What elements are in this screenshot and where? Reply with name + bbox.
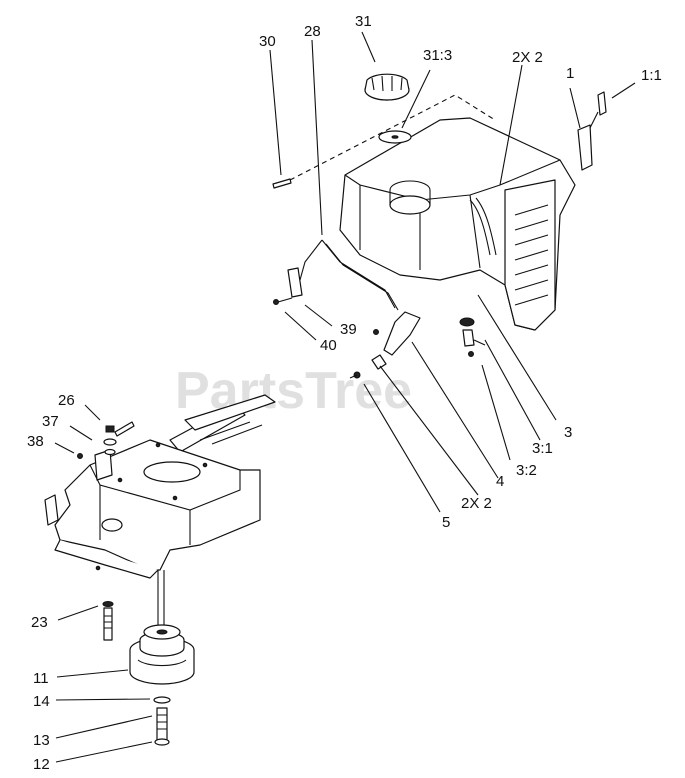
screw xyxy=(273,297,293,305)
clamp xyxy=(371,354,387,370)
screw-2 xyxy=(373,329,379,335)
callout-5: 5 xyxy=(442,514,450,531)
callout-labels: 30 28 31 31:3 2X 2 1 1:1 39 40 3 3:1 3:2… xyxy=(27,13,662,773)
pin xyxy=(272,178,292,189)
callout-31: 31 xyxy=(355,13,372,30)
callout-14: 14 xyxy=(33,693,50,710)
reference-line xyxy=(289,94,496,181)
callout-39: 39 xyxy=(340,321,357,338)
callout-37: 37 xyxy=(42,413,59,430)
callout-23: 23 xyxy=(31,614,48,631)
idler-hardware xyxy=(77,421,135,459)
callout-31-3: 31:3 xyxy=(423,47,452,64)
fuel-switch xyxy=(577,91,607,171)
callout-12: 12 xyxy=(33,756,50,773)
washer xyxy=(153,696,171,704)
bolt xyxy=(102,601,114,641)
plate-hole xyxy=(143,461,201,483)
callout-28: 28 xyxy=(304,23,321,40)
callout-26: 26 xyxy=(58,392,75,409)
fuel-hose xyxy=(469,199,491,256)
callout-3-2: 3:2 xyxy=(516,462,537,479)
spindle-shaft xyxy=(157,570,165,625)
fuel-cap xyxy=(364,73,410,101)
fitting xyxy=(349,371,361,379)
callout-11: 11 xyxy=(33,670,49,687)
callout-3: 3 xyxy=(564,424,572,441)
pulley-bolt xyxy=(154,707,170,746)
fuel-tank-assembly xyxy=(289,94,576,331)
callout-38: 38 xyxy=(27,433,44,450)
callout-40: 40 xyxy=(320,337,337,354)
callout-4: 4 xyxy=(496,473,504,490)
line-bracket xyxy=(287,267,303,298)
watermark: PartsTree xyxy=(175,362,412,420)
leader-lines xyxy=(54,31,636,763)
callout-2x2-bottom: 2X 2 xyxy=(461,495,492,512)
hose xyxy=(383,311,421,356)
fuel-line xyxy=(299,239,399,311)
pulley xyxy=(129,624,195,685)
callout-2x2-top: 2X 2 xyxy=(512,49,543,66)
callout-3-1: 3:1 xyxy=(532,440,553,457)
callout-1: 1 xyxy=(566,65,574,82)
callout-30: 30 xyxy=(259,33,276,50)
shield-slots xyxy=(514,204,549,306)
callout-13: 13 xyxy=(33,732,50,749)
frame-assembly xyxy=(44,394,276,579)
callout-1-1: 1:1 xyxy=(641,67,662,84)
fuel-valve xyxy=(459,317,486,357)
tank-neck xyxy=(389,195,431,215)
